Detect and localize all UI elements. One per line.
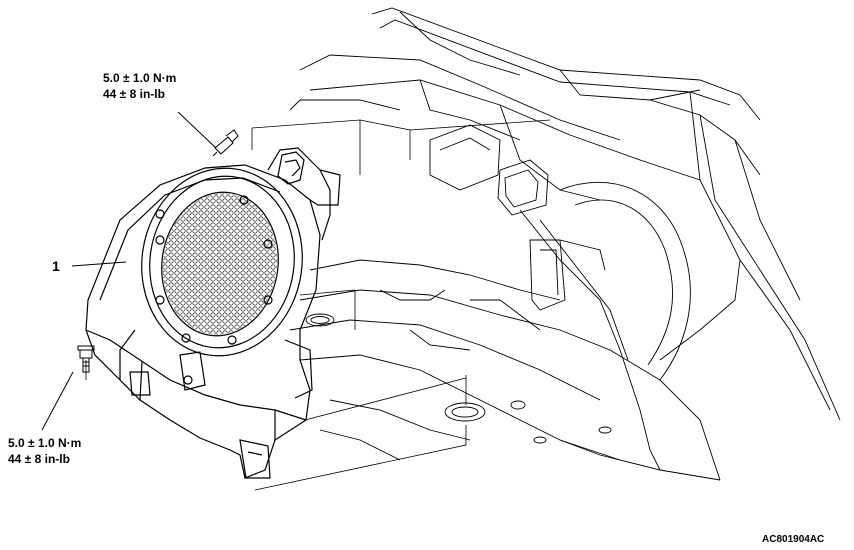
alignment-lines xyxy=(85,119,551,491)
lower-bolt-icon xyxy=(77,345,95,373)
upper-bolt-icon xyxy=(212,129,239,157)
torque-spec-lower: 5.0 ± 1.0 N·m 44 ± 8 in-lb xyxy=(8,435,81,467)
speaker-grille-mesh xyxy=(153,185,287,343)
vehicle-body-outline xyxy=(289,7,841,481)
torque-spec-upper-imperial: 44 ± 8 in-lb xyxy=(103,87,165,101)
torque-spec-lower-metric: 5.0 ± 1.0 N·m xyxy=(8,436,82,450)
speaker-box xyxy=(85,147,341,479)
figure-code: AC801904AC xyxy=(762,534,825,545)
leader-lines xyxy=(41,111,217,431)
torque-spec-upper: 5.0 ± 1.0 N·m 44 ± 8 in-lb xyxy=(103,70,176,102)
callout-number-1: 1 xyxy=(52,258,60,274)
torque-spec-upper-metric: 5.0 ± 1.0 N·m xyxy=(103,71,177,85)
torque-spec-lower-imperial: 44 ± 8 in-lb xyxy=(8,452,70,466)
